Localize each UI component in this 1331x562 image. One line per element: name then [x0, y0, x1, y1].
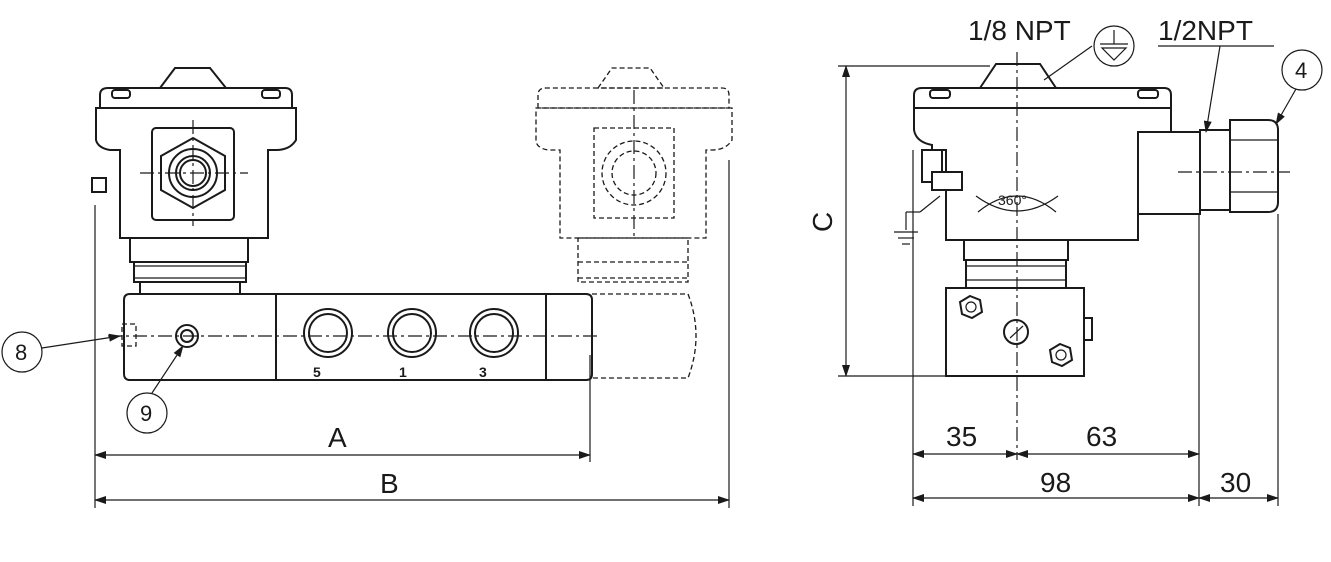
port-label-1: 1 — [399, 364, 407, 380]
npt-half-label: 1/2NPT — [1158, 15, 1253, 46]
dimension-30-label: 30 — [1220, 467, 1251, 498]
dimension-a-label: A — [328, 422, 347, 453]
side-view: 360° — [913, 52, 1290, 460]
ground-icon — [894, 195, 941, 245]
dimension-c-label: C — [807, 212, 838, 232]
rotation-label: 360° — [998, 192, 1027, 208]
port-label-5: 5 — [313, 364, 321, 380]
svg-text:4: 4 — [1295, 58, 1307, 83]
dimension-b-label: B — [380, 468, 399, 499]
svg-text:9: 9 — [140, 401, 152, 426]
front-view: 5 1 3 — [91, 67, 600, 381]
callout-8: 8 — [1, 331, 121, 373]
dimension-35-label: 35 — [946, 421, 977, 452]
dimension-98-label: 98 — [1040, 467, 1071, 498]
npt-eighth-label: 1/8 NPT — [968, 15, 1071, 46]
alternate-position-outline — [535, 67, 733, 379]
ground-symbol-icon — [1093, 25, 1135, 67]
callout-9: 9 — [126, 345, 184, 434]
dimension-63-label: 63 — [1086, 421, 1117, 452]
callout-4: 4 — [1275, 49, 1323, 125]
svg-text:8: 8 — [15, 340, 27, 365]
port-label-3: 3 — [479, 364, 487, 380]
